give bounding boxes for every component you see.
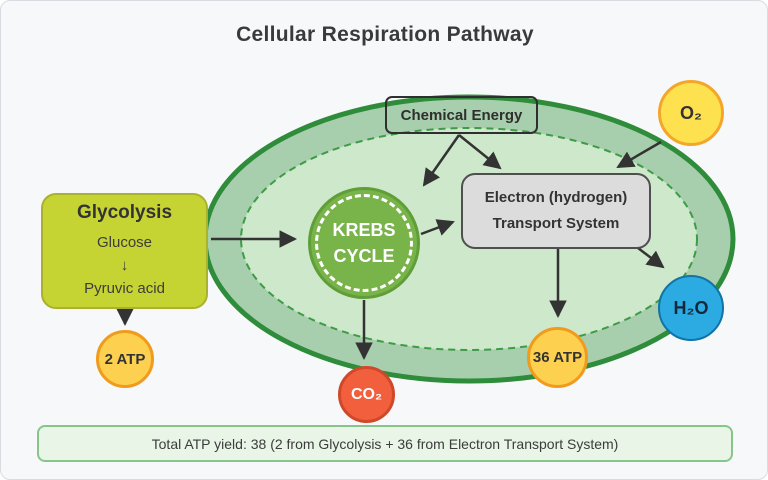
page-title: Cellular Respiration Pathway (236, 23, 534, 46)
arrow-chemical-energy-to-krebs (422, 134, 461, 187)
arrows-group (116, 134, 665, 361)
o2-label: O₂ (680, 102, 702, 123)
krebs-label-line1: KREBS (332, 219, 396, 240)
chemical-energy-box: Chemical Energy (385, 96, 538, 134)
chemical-energy-label: Chemical Energy (400, 106, 523, 124)
h2o-label: H₂O (673, 297, 709, 318)
atp-36-circle: 36 ATP (527, 327, 588, 388)
krebs-cycle-circle: KREBS CYCLE (308, 187, 420, 299)
arrow-o2-to-ets (616, 140, 662, 169)
glycolysis-substrate: Glucose (96, 233, 153, 251)
krebs-label-line2: CYCLE (333, 246, 395, 266)
atp-36-label: 36 ATP (532, 349, 583, 366)
atp-2-circle: 2 ATP (96, 330, 154, 388)
arrow-krebs-to-ets (420, 219, 455, 236)
glycolysis-product: Pyruvic acid (84, 280, 165, 298)
glycolysis-heading: Glycolysis (76, 201, 173, 223)
atp-2-label: 2 ATP (104, 350, 146, 368)
h2o-circle: H₂O (658, 275, 724, 341)
glycolysis-box: Glycolysis Glucose ↓ Pyruvic acid (41, 193, 208, 309)
total-atp-summary-bar: Total ATP yield: 38 (2 from Glycolysis +… (37, 425, 733, 462)
ets-label-line1: Electron (hydrogen) (484, 188, 628, 206)
total-atp-summary-text: Total ATP yield: 38 (2 from Glycolysis +… (151, 435, 619, 452)
co2-label: CO₂ (350, 385, 383, 403)
ets-label-line2: Transport System (492, 215, 620, 232)
co2-circle: CO₂ (338, 366, 395, 423)
arrow-chemical-energy-to-ets (458, 134, 502, 170)
down-arrow-icon: ↓ (120, 256, 129, 274)
arrow-ets-to-h2o (637, 247, 665, 269)
electron-transport-box: Electron (hydrogen) Transport System (461, 173, 651, 249)
o2-circle: O₂ (658, 80, 724, 146)
